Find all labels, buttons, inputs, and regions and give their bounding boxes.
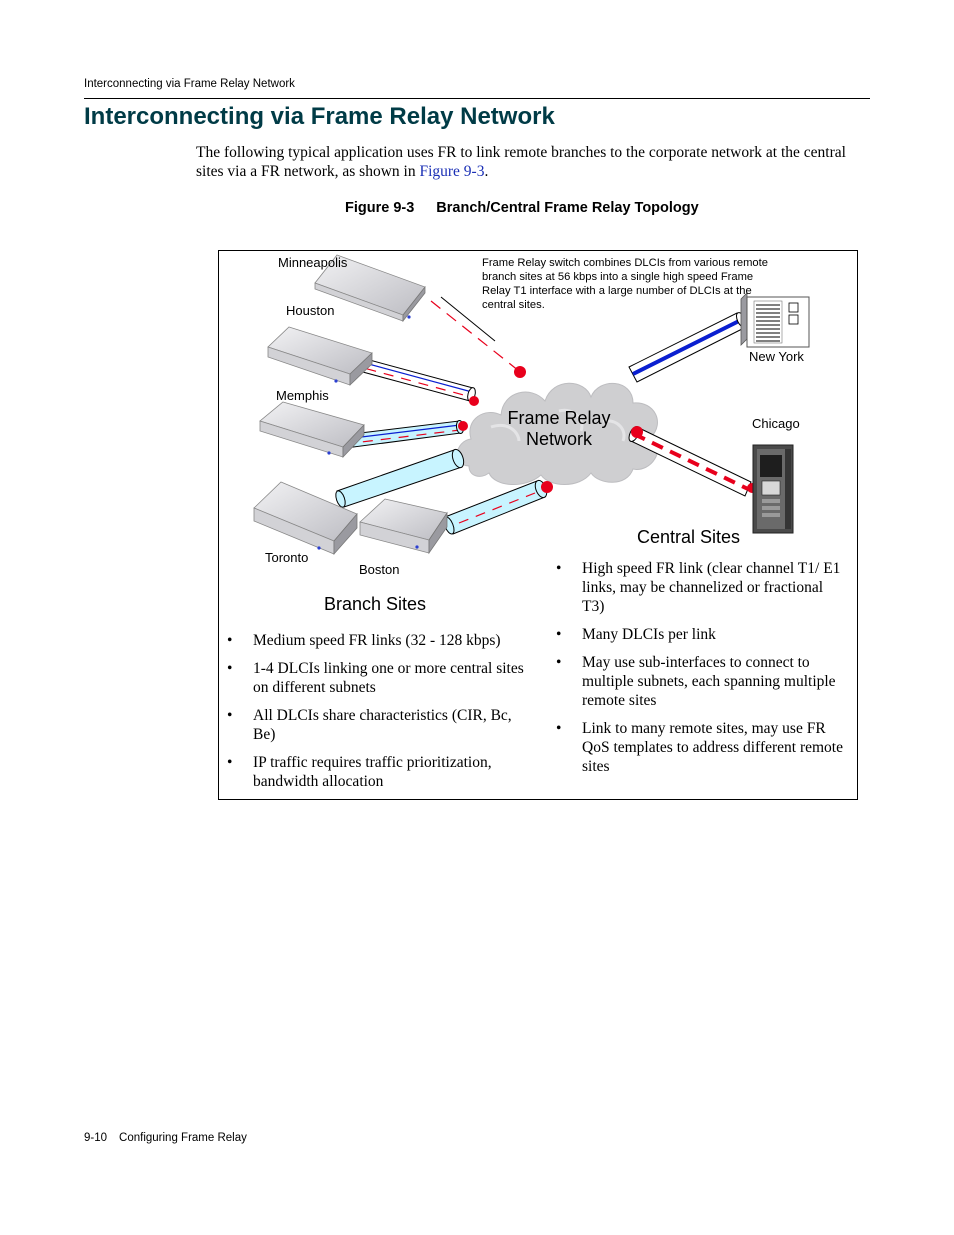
minneapolis-router-icon [314,254,426,323]
central-sites-list: High speed FR link (clear channel T1/ E1… [556,559,848,785]
intro-paragraph: The following typical application uses F… [196,143,876,181]
frame-relay-cloud [456,382,658,486]
switch-note: Frame Relay switch combines DLCIs from v… [482,257,768,311]
chicago-tube [628,426,757,497]
running-header: Interconnecting via Frame Relay Network [84,78,295,90]
central-sites-title: Central Sites [637,527,741,547]
dlci-endpoint [469,396,479,406]
dlci-endpoint [514,366,526,378]
toronto-router-icon [253,481,358,556]
chicago-server-icon [752,444,794,534]
dlci-endpoint [631,426,643,438]
list-item: Medium speed FR links (32 - 128 kbps) [227,631,527,650]
header-rule [84,98,870,99]
section-title: Interconnecting via Frame Relay Network [84,103,555,130]
memphis-router-icon [259,401,365,458]
branch-sites-list: Medium speed FR links (32 - 128 kbps) 1-… [227,631,527,800]
list-item: 1-4 DLCIs linking one or more central si… [227,659,527,697]
minneapolis-link [430,296,526,378]
label-boston: Boston [359,562,400,577]
houston-router-icon [267,326,373,386]
figure-title: Branch/Central Frame Relay Topology [436,200,699,216]
label-memphis: Memphis [276,388,329,403]
figure-link[interactable]: Figure 9-3 [419,163,485,180]
page-footer: 9-10 Configuring Frame Relay [84,1132,247,1144]
new-york-tube [628,312,748,383]
cloud-label: Frame Relay Network [507,408,611,449]
label-new-york: New York [749,349,804,364]
dlci-endpoint [458,421,468,431]
chapter-title: Configuring Frame Relay [119,1132,247,1144]
intro-text: The following typical application uses F… [196,144,846,180]
list-item: High speed FR link (clear channel T1/ E1… [556,559,848,616]
list-item: All DLCIs share characteristics (CIR, Bc… [227,706,527,744]
boston-router-icon [359,498,448,555]
dlci-endpoint [541,481,553,493]
list-item: May use sub-interfaces to connect to mul… [556,653,848,710]
list-item: Link to many remote sites, may use FR Qo… [556,719,848,776]
figure-caption: Figure 9-3 Branch/Central Frame Relay Top… [345,200,699,216]
list-item: Many DLCIs per link [556,625,848,644]
label-minneapolis: Minneapolis [278,255,348,270]
label-chicago: Chicago [752,416,800,431]
memphis-tube [343,420,468,449]
branch-sites-title: Branch Sites [324,594,427,614]
list-item: IP traffic requires traffic prioritizati… [227,753,527,791]
label-toronto: Toronto [265,550,309,565]
boston-tube [443,479,553,535]
figure-frame: Frame Relay switch combines DLCIs from v… [218,250,858,800]
figure-number: Figure 9-3 [345,200,415,216]
page-number: 9-10 [84,1132,108,1144]
topology-diagram [253,254,810,556]
toronto-tube [335,448,465,508]
intro-end: . [484,163,489,180]
new-york-switch-icon [740,292,810,348]
label-houston: Houston [286,303,335,318]
